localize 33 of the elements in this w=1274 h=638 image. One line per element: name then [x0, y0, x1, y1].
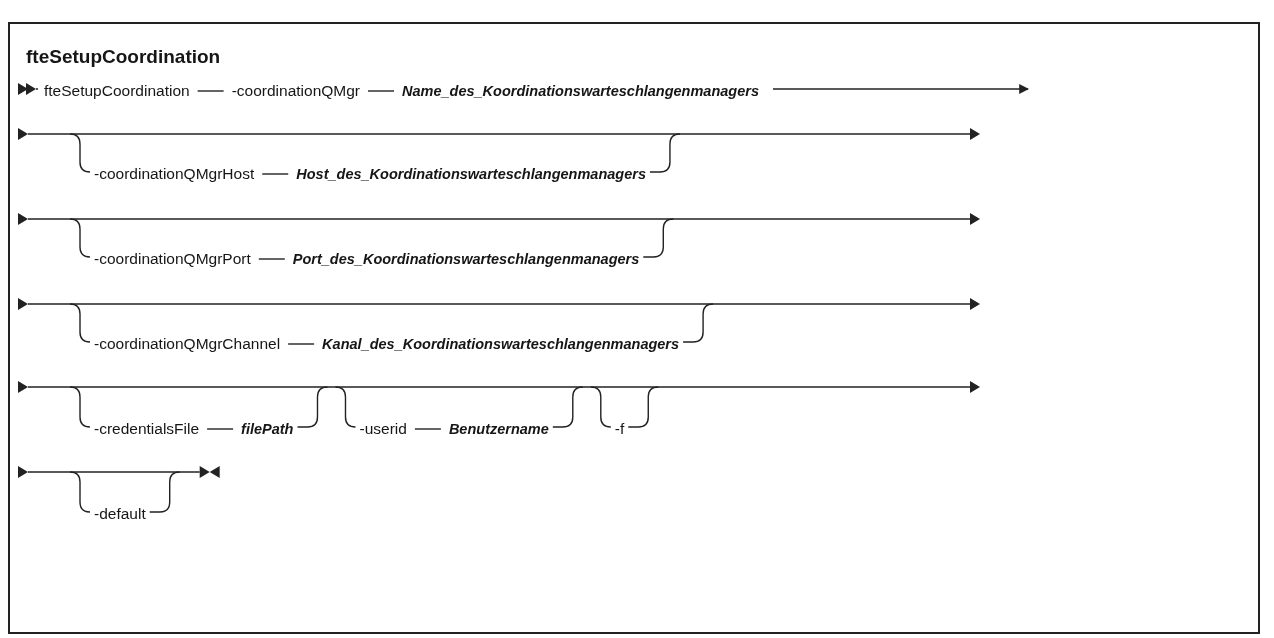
connector-line	[258, 258, 286, 260]
connector-line	[196, 90, 225, 92]
parameter-name: Kanal_des_Koordinationswarteschlangenmanagers	[322, 334, 680, 354]
parameter-name: Benutzername	[448, 419, 549, 439]
connector-line	[367, 90, 395, 92]
command-keyword: -coordinationQMgrHost	[94, 164, 255, 184]
command-keyword: -coordinationQMgrChannel	[94, 334, 281, 354]
parameter-name: Port_des_Koordinationswarteschlangenmanagers	[292, 249, 640, 269]
command-keyword: -coordinationQMgrPort	[94, 249, 251, 269]
connector-line	[287, 343, 315, 345]
diagram-title: fteSetupCoordination	[26, 46, 221, 68]
parameter-name: Host_des_Koordinationswarteschlangenmanagers	[296, 164, 646, 184]
connector-line	[149, 471, 181, 513]
command-keyword: -userid	[359, 419, 407, 439]
connector-line	[627, 386, 659, 428]
connector-line	[772, 84, 1029, 94]
connector-line	[682, 303, 714, 343]
parameter-name: filePath	[241, 419, 294, 439]
connector-line	[414, 428, 442, 430]
command-keyword: fteSetupCoordination	[44, 81, 190, 101]
connector-line	[552, 386, 584, 428]
command-keyword: -f	[614, 419, 625, 439]
connector-line	[296, 386, 329, 428]
connector-line	[590, 386, 612, 428]
connector-line	[334, 386, 357, 428]
connector-line	[649, 133, 681, 173]
parameter-name: Name_des_Koordinationswarteschlangenmanagers	[402, 81, 759, 101]
connector-line	[261, 173, 289, 175]
command-keyword: -coordinationQMgr	[231, 81, 360, 101]
command-keyword: -credentialsFile	[94, 419, 200, 439]
connector-line	[206, 428, 234, 430]
connector-line	[642, 218, 674, 258]
command-keyword: -default	[94, 504, 146, 524]
